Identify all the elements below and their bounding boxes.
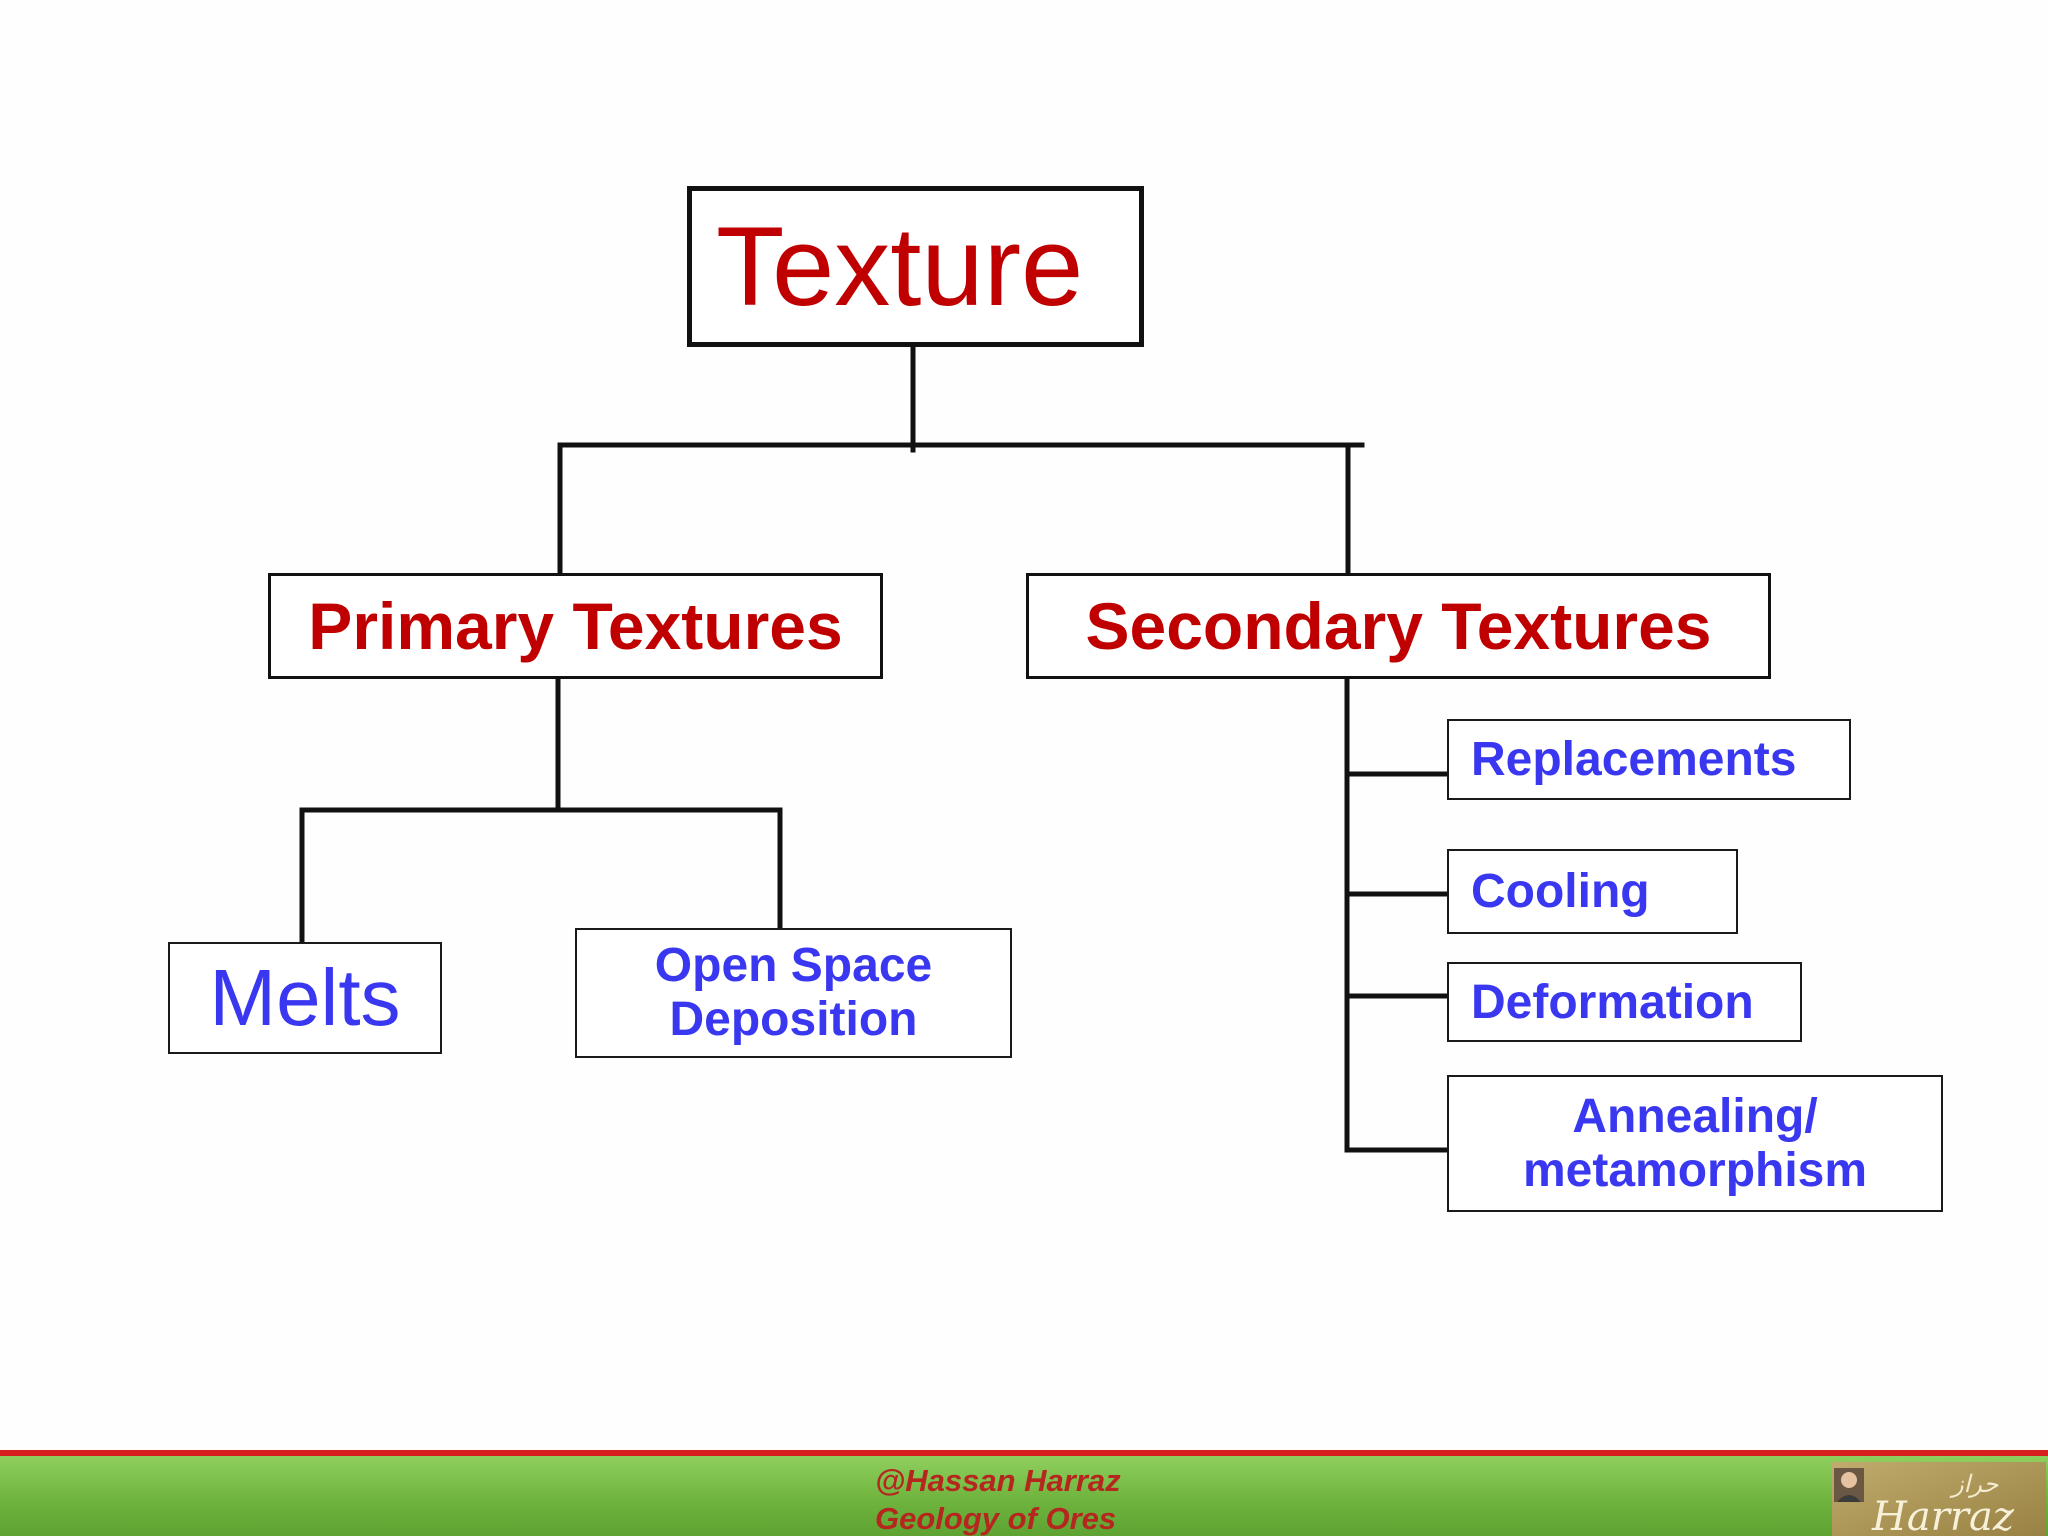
node-open-space-label: Open Space Deposition — [654, 939, 933, 1046]
footer-bar: @Hassan Harraz Geology of Ores حراز Harr… — [0, 1450, 2048, 1536]
footer-course: Geology of Ores — [875, 1501, 1117, 1536]
node-annealing-label: Annealing/ metamorphism — [1522, 1089, 1868, 1197]
node-deformation: Deformation — [1447, 962, 1802, 1042]
node-melts: Melts — [168, 942, 442, 1054]
footer-author: @Hassan Harraz — [875, 1463, 1121, 1498]
node-annealing-metamorphism: Annealing/ metamorphism — [1447, 1075, 1943, 1212]
node-cooling: Cooling — [1447, 849, 1738, 934]
node-secondary-label: Secondary Textures — [1085, 589, 1712, 663]
node-replacements-label: Replacements — [1471, 733, 1797, 786]
footer-red-line — [0, 1450, 2048, 1456]
node-texture-label: Texture — [716, 204, 1084, 329]
logo-text: Harraz — [1871, 1494, 2015, 1536]
footer-green-band — [0, 1456, 2048, 1536]
harraz-logo: حراز Harraz — [1832, 1462, 2046, 1536]
logo-arabic: حراز — [1949, 1470, 1999, 1498]
node-open-space-deposition: Open Space Deposition — [575, 928, 1012, 1058]
node-primary-label: Primary Textures — [308, 589, 843, 663]
node-deformation-label: Deformation — [1471, 975, 1754, 1029]
node-replacements: Replacements — [1447, 719, 1851, 800]
node-melts-label: Melts — [209, 953, 401, 1042]
node-secondary-textures: Secondary Textures — [1026, 573, 1771, 679]
node-texture: Texture — [687, 186, 1144, 347]
node-primary-textures: Primary Textures — [268, 573, 883, 679]
footer-credit: @Hassan Harraz Geology of Ores — [875, 1462, 1175, 1538]
node-cooling-label: Cooling — [1471, 865, 1650, 918]
